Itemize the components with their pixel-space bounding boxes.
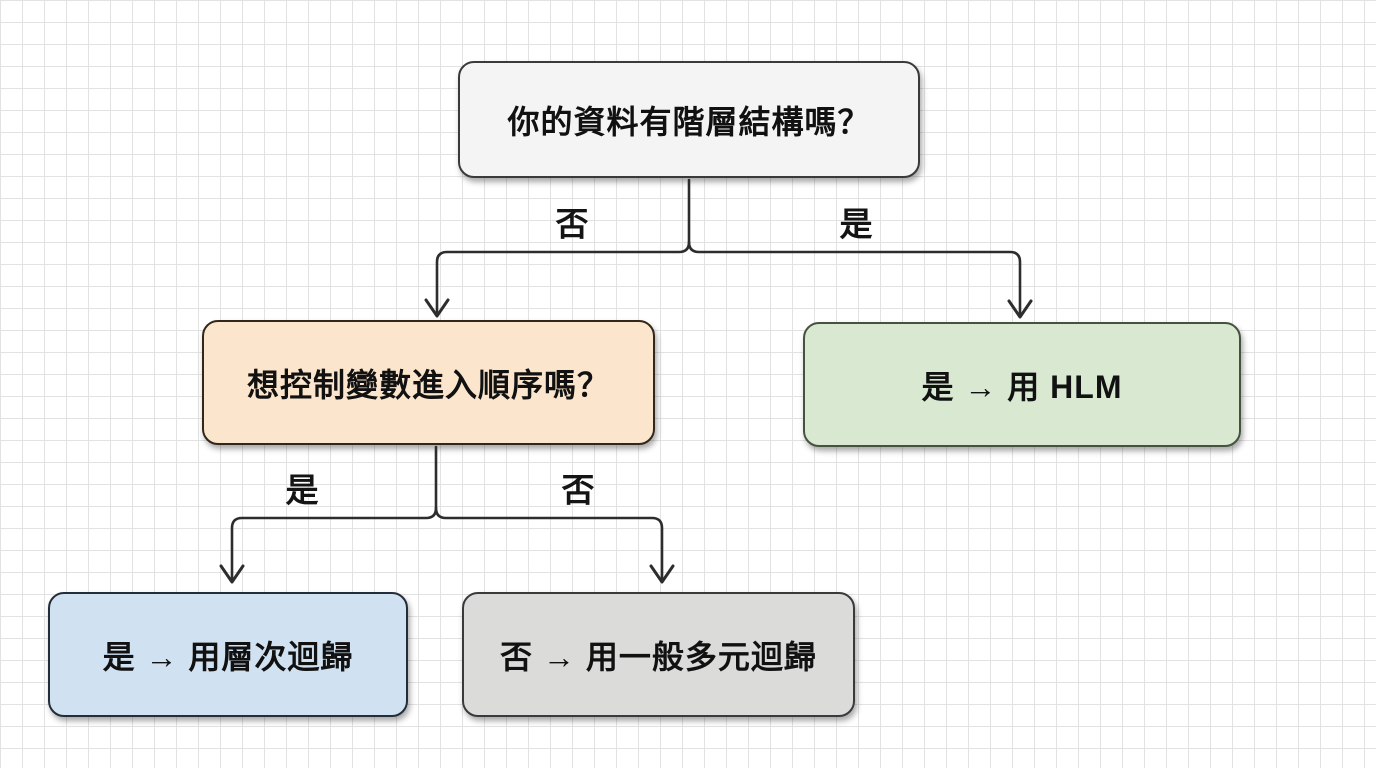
edge-label-root-yes: 是 bbox=[839, 205, 873, 243]
edge-root-to-order bbox=[424, 178, 691, 318]
edge-label-root-no: 否 bbox=[555, 205, 589, 243]
node-result-hlm: 是 → 用 HLM bbox=[803, 322, 1241, 447]
edge-label-order-no: 否 bbox=[561, 471, 595, 509]
arrowhead-down-icon bbox=[219, 564, 245, 584]
edge-order-to-multi bbox=[434, 506, 675, 584]
arrowhead-down-icon bbox=[649, 564, 675, 584]
arrowhead-down-icon bbox=[424, 298, 450, 318]
node-result-hierarchical-regression: 是 → 用層次迴歸 bbox=[48, 592, 408, 717]
arrowhead-down-icon bbox=[1007, 299, 1033, 319]
edge-order-to-hier bbox=[219, 445, 438, 584]
node-order-question: 想控制變數進入順序嗎？ bbox=[202, 320, 655, 445]
node-result-multiple-regression: 否 → 用一般多元迴歸 bbox=[462, 592, 855, 717]
node-root-question: 你的資料有階層結構嗎？ bbox=[458, 61, 920, 178]
edge-label-order-yes: 是 bbox=[285, 471, 319, 509]
edge-root-to-hlm bbox=[687, 240, 1033, 319]
